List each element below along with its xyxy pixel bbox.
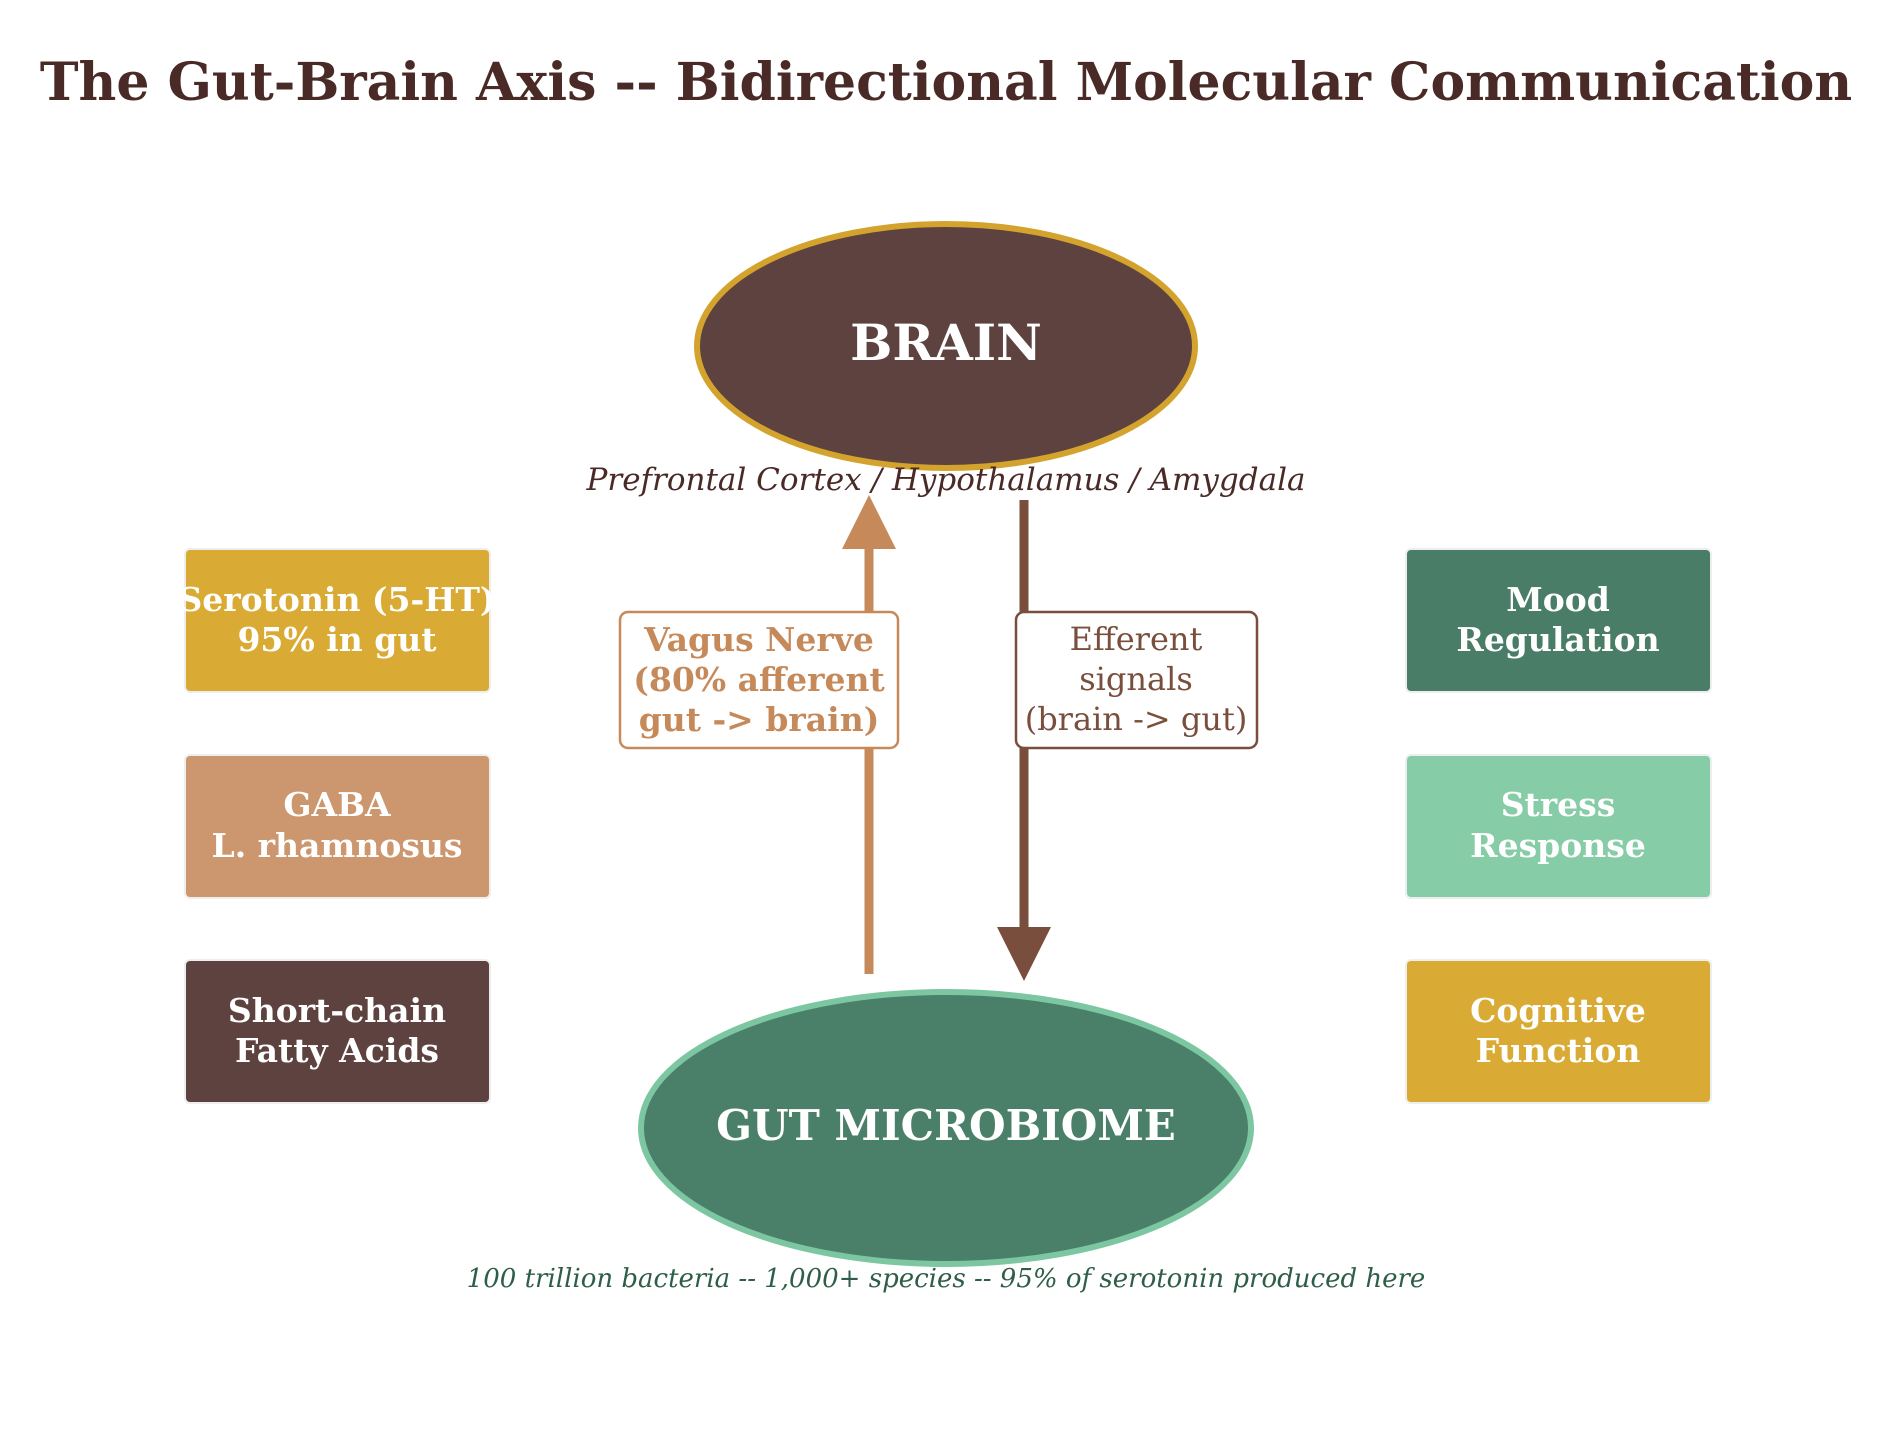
left-box-scfa: Short-chain Fatty Acids <box>184 959 491 1104</box>
efferent-signals-label: Efferent signals (brain -> gut) <box>1014 610 1259 750</box>
brain-label: BRAIN <box>850 313 1042 372</box>
gut-label: GUT MICROBIOME <box>716 1101 1176 1150</box>
brain-subtitle: Prefrontal Cortex / Hypothalamus / Amygd… <box>586 462 1306 498</box>
left-box-serotonin: Serotonin (5-HT) 95% in gut <box>178 548 496 693</box>
left-box-serotonin-line-1: Serotonin (5-HT) <box>178 580 495 619</box>
gut-ellipse <box>638 989 1254 1267</box>
vagus-label-box <box>618 610 900 750</box>
right-box-stress-rect <box>1405 754 1712 899</box>
gut-microbiome-node: GUT MICROBIOME <box>638 989 1254 1267</box>
right-box-stress-line-2: Response <box>1470 826 1646 865</box>
right-box-cognitive-rect <box>1405 959 1712 1104</box>
left-box-gaba-line-1: GABA <box>283 785 391 824</box>
left-box-gaba: GABA L. rhamnosus <box>184 754 491 899</box>
efferent-label-box <box>1014 610 1259 750</box>
left-box-scfa-rect <box>184 959 491 1104</box>
right-box-mood-rect <box>1405 548 1712 693</box>
vagus-label-line-1: Vagus Nerve <box>643 620 874 659</box>
vagus-label-line-2: (80% afferent <box>633 660 885 699</box>
right-box-mood-line-1: Mood <box>1506 580 1610 619</box>
efferent-label-line-3: (brain -> gut) <box>1025 700 1248 738</box>
gut-subtitle: 100 trillion bacteria -- 1,000+ species … <box>467 1264 1426 1294</box>
vagus-nerve-label: Vagus Nerve (80% afferent gut -> brain) <box>618 610 900 750</box>
left-box-gaba-rect <box>184 754 491 899</box>
left-box-gaba-line-2: L. rhamnosus <box>211 826 462 865</box>
efferent-label-line-1: Efferent <box>1070 620 1203 658</box>
vagus-label-line-3: gut -> brain) <box>639 700 880 739</box>
right-box-cognitive: Cognitive Function <box>1405 959 1712 1104</box>
diagram-title: The Gut-Brain Axis -- Bidirectional Mole… <box>40 52 1852 113</box>
left-box-scfa-line-1: Short-chain <box>228 991 446 1030</box>
brain-node: BRAIN <box>694 221 1198 471</box>
efferent-label-line-2: signals <box>1079 660 1192 698</box>
right-box-stress-line-1: Stress <box>1501 785 1616 824</box>
right-box-cognitive-line-1: Cognitive <box>1470 991 1646 1030</box>
right-box-mood: Mood Regulation <box>1405 548 1712 693</box>
left-box-scfa-line-2: Fatty Acids <box>235 1031 439 1070</box>
right-box-cognitive-line-2: Function <box>1476 1031 1641 1070</box>
brain-ellipse <box>694 221 1198 471</box>
right-box-mood-line-2: Regulation <box>1456 620 1659 659</box>
left-box-serotonin-line-2: 95% in gut <box>237 620 437 659</box>
left-box-serotonin-rect <box>184 548 491 693</box>
right-box-stress: Stress Response <box>1405 754 1712 899</box>
